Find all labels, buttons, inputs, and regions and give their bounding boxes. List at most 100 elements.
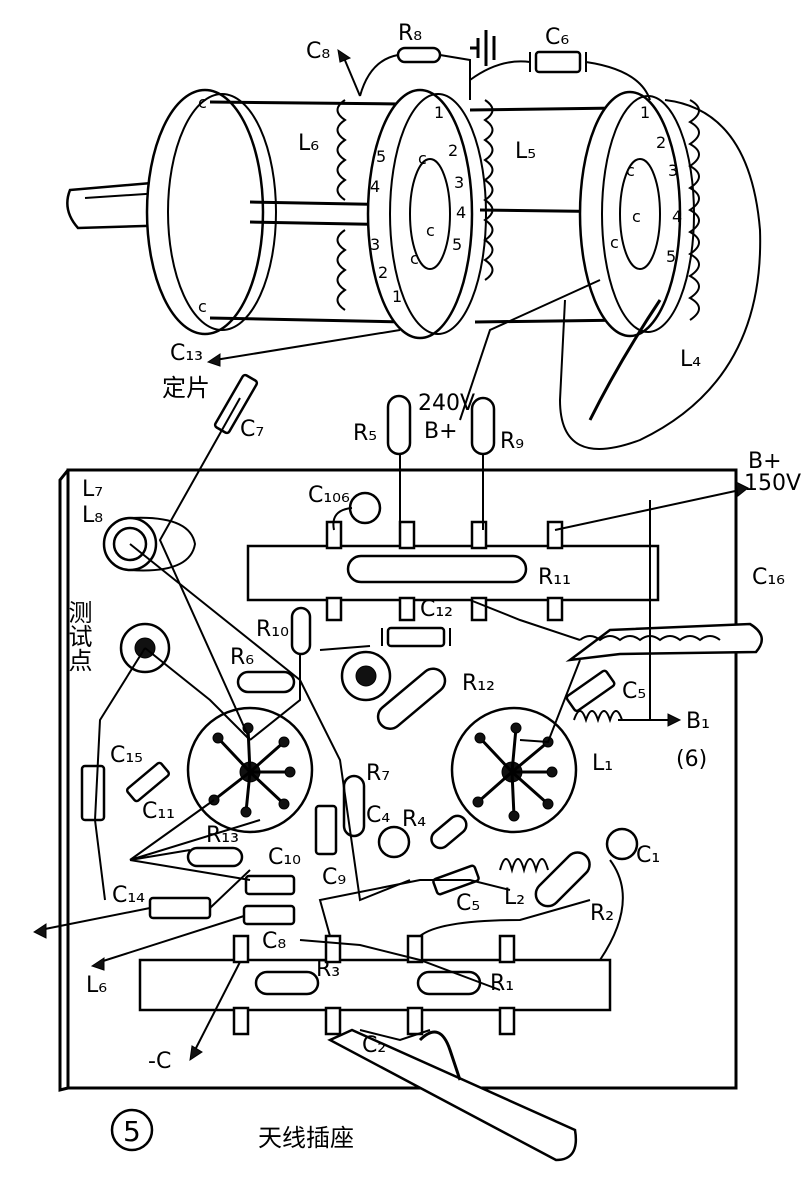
coil-switch-assembly — [66, 30, 762, 450]
resistor-r13 — [186, 846, 244, 868]
label-right-ca: c — [626, 161, 635, 180]
resistor-r3 — [254, 970, 320, 996]
capacitor-c5-top — [565, 669, 616, 713]
label-right-5: 5 — [666, 247, 676, 266]
label-right-cb: c — [632, 207, 641, 226]
label-r12: R₁₂ — [462, 671, 495, 696]
label-c14: C₁₄ — [112, 883, 145, 908]
label-c106: C₁₀₆ — [308, 483, 350, 508]
capacitor-c6 — [534, 50, 582, 74]
label-c9: C₉ — [322, 865, 346, 890]
label-c7: C₇ — [240, 417, 264, 442]
label-left-c1: c — [198, 93, 207, 112]
resistor-r6 — [236, 670, 296, 694]
resistor-r4 — [430, 814, 468, 850]
right-switch-wafer — [578, 90, 682, 338]
label-mid-4: 4 — [456, 203, 466, 222]
middle-switch-wafer — [366, 88, 474, 340]
coil-l5 — [483, 99, 494, 281]
capacitor-c9 — [314, 804, 338, 856]
label-r1: R₁ — [490, 971, 514, 996]
label-l1: L₁ — [592, 751, 613, 776]
label-r5: R₅ — [353, 421, 377, 446]
label-right-3: 3 — [668, 161, 678, 180]
label-mid-3: 3 — [454, 173, 464, 192]
wiring — [33, 397, 749, 1062]
label-mid-1: 1 — [434, 103, 444, 122]
label-r11: R₁₁ — [538, 565, 571, 590]
label-c5-bottom: C₅ — [456, 891, 480, 916]
center-grommet — [340, 650, 392, 702]
coil-l2 — [499, 858, 549, 874]
label-mid-2: 2 — [448, 141, 458, 160]
label-ceshidian: 测试点 — [64, 600, 92, 672]
label-r3: R₃ — [316, 957, 340, 982]
label-l5: L₅ — [515, 139, 536, 164]
label-midL-3: 3 — [370, 235, 380, 254]
label-mid-5: 5 — [452, 235, 462, 254]
terminal-lugs-top — [325, 520, 564, 622]
label-six: (6) — [676, 747, 707, 772]
resistor-r8 — [396, 46, 442, 64]
label-c16: C₁₆ — [752, 565, 785, 590]
tube-socket-left — [186, 706, 314, 834]
chassis-board — [66, 468, 738, 1090]
terminal-strip-bottom — [138, 958, 612, 1012]
label-minus-c: -C — [148, 1049, 171, 1074]
label-bplus-150: B+ — [748, 449, 782, 474]
label-r6: R₆ — [230, 645, 254, 670]
label-c10: C₁₀ — [268, 845, 301, 870]
label-left-c2: c — [198, 297, 207, 316]
component-labels: C₈ R₈ C₆ L₆ L₅ L₄ C₁₃ 定片 C₇ R₅ 240V B+ R… — [64, 21, 801, 1152]
label-c2: C₂ — [362, 1033, 386, 1058]
label-c8-bottom: C₈ — [262, 929, 286, 954]
label-right-2: 2 — [656, 133, 666, 152]
resistor-r12 — [376, 667, 447, 730]
coil-l6 — [336, 99, 347, 311]
resistor-r11 — [346, 554, 528, 584]
label-r9: R₉ — [500, 429, 524, 454]
label-c13: C₁₃ — [170, 341, 203, 366]
label-midL-4: 4 — [370, 177, 380, 196]
antenna-lead — [327, 1028, 578, 1162]
capacitor-c4 — [377, 825, 411, 859]
capacitor-c1 — [605, 827, 639, 861]
resistor-r2 — [534, 851, 591, 908]
label-midL-5: 5 — [376, 147, 386, 166]
capacitor-c8-board — [242, 904, 296, 926]
label-midL-1: 1 — [392, 287, 402, 306]
label-dingpian: 定片 — [162, 374, 210, 402]
coil-l4 — [688, 99, 700, 321]
label-c11: C₁₁ — [142, 799, 175, 824]
label-c4: C₄ — [366, 803, 390, 828]
label-l4: L₄ — [680, 347, 701, 372]
label-l7: L₇ — [82, 477, 103, 502]
figure-number: 5 — [110, 1108, 154, 1152]
resistor-r9 — [470, 396, 496, 456]
label-mid-ca: c — [418, 149, 427, 168]
resistor-r5 — [386, 394, 412, 456]
label-240v: 240V — [418, 391, 475, 416]
figure-number-text: 5 — [123, 1115, 141, 1148]
label-right-cc: c — [610, 233, 619, 252]
label-c5-top: C₅ — [622, 679, 646, 704]
shielded-lead-c16 — [565, 622, 763, 662]
label-l8: L₈ — [82, 503, 103, 528]
label-c1: C₁ — [636, 843, 660, 868]
capacitor-c15 — [80, 764, 106, 822]
label-r10: R₁₀ — [256, 617, 289, 642]
label-150v: 150V — [744, 471, 801, 496]
label-r2: R₂ — [590, 901, 614, 926]
label-mid-cb: c — [426, 221, 435, 240]
label-l6: L₆ — [298, 131, 319, 156]
label-bplus-240: B+ — [424, 419, 458, 444]
label-l2: L₂ — [504, 885, 525, 910]
label-r7: R₇ — [366, 761, 390, 786]
label-b1: B₁ — [686, 709, 710, 734]
label-right-1: 1 — [640, 103, 650, 122]
resistor-r10 — [290, 606, 312, 656]
label-c6: C₆ — [545, 25, 569, 50]
capacitor-c12 — [386, 626, 446, 648]
tube-socket-right — [450, 706, 578, 834]
